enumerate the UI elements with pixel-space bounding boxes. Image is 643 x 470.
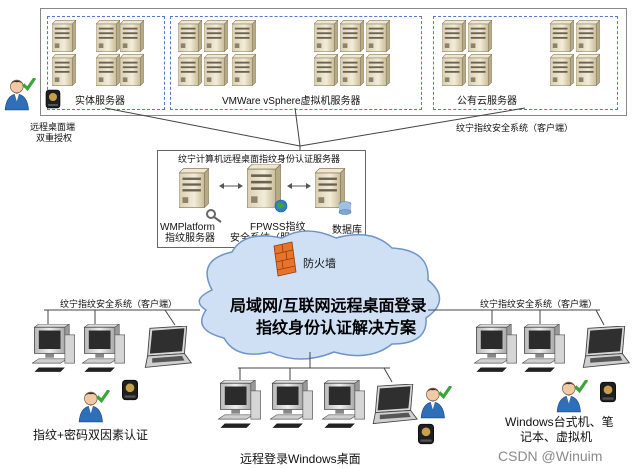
left-fingerprint-reader-icon: [121, 379, 139, 401]
top-client-system-label: 纹宁指纹安全系统（客户端）: [456, 123, 574, 133]
center-user-icon: [420, 386, 452, 420]
center-fingerprint-reader-icon: [417, 423, 435, 445]
auth-server-icons: [179, 164, 352, 223]
remote-desktop-label-line1: 远程桌面端: [30, 122, 76, 132]
fpwss-label-line1: FPWSS指纹: [250, 222, 306, 233]
right-fingerprint-reader-icon: [599, 381, 617, 403]
left-user-icon: [78, 390, 110, 424]
watermark: CSDN @Winuim: [498, 448, 603, 464]
public-cloud-servers-label: 公有云服务器: [455, 96, 519, 108]
remote-desktop-label-line2: 双重授权: [36, 133, 73, 143]
public-cloud-server-group: [433, 16, 618, 110]
cloud-title-line2: 指纹身份认证解决方案: [256, 320, 417, 337]
cloud-title-line1: 局域网/互联网远程桌面登录: [230, 298, 427, 315]
left-client-system-label: 纹宁指纹安全系统（客户端）: [60, 299, 178, 309]
right-user-icon: [556, 380, 588, 414]
center-client-devices: [218, 380, 418, 429]
right-caption-line1: Windows台式机、笔: [505, 415, 614, 429]
auth-server-title: 纹宁计算机远程桌面指纹身份认证服务器: [178, 154, 341, 164]
physical-server-group: [47, 16, 165, 110]
wmplatform-label-line2: 指纹服务器: [165, 233, 215, 244]
firewall-icon: [273, 241, 297, 277]
database-label: 数据库: [332, 225, 362, 236]
center-caption: 远程登录Windows桌面: [240, 452, 361, 466]
vmware-servers-label: VMWare vSphere虚拟机服务器: [220, 96, 363, 108]
physical-servers-label: 实体服务器: [73, 96, 127, 108]
right-caption-line2: 记本、虚拟机: [520, 430, 593, 444]
firewall-label: 防火墙: [303, 258, 336, 270]
vmware-server-group: [170, 16, 422, 110]
left-caption: 指纹+密码双因素认证: [33, 428, 149, 442]
right-client-system-label: 纹宁指纹安全系统（客户端）: [480, 299, 598, 309]
left-client-devices: [32, 324, 192, 373]
wmplatform-label-line1: WMPlatform: [160, 222, 215, 233]
right-client-devices: [474, 324, 630, 373]
